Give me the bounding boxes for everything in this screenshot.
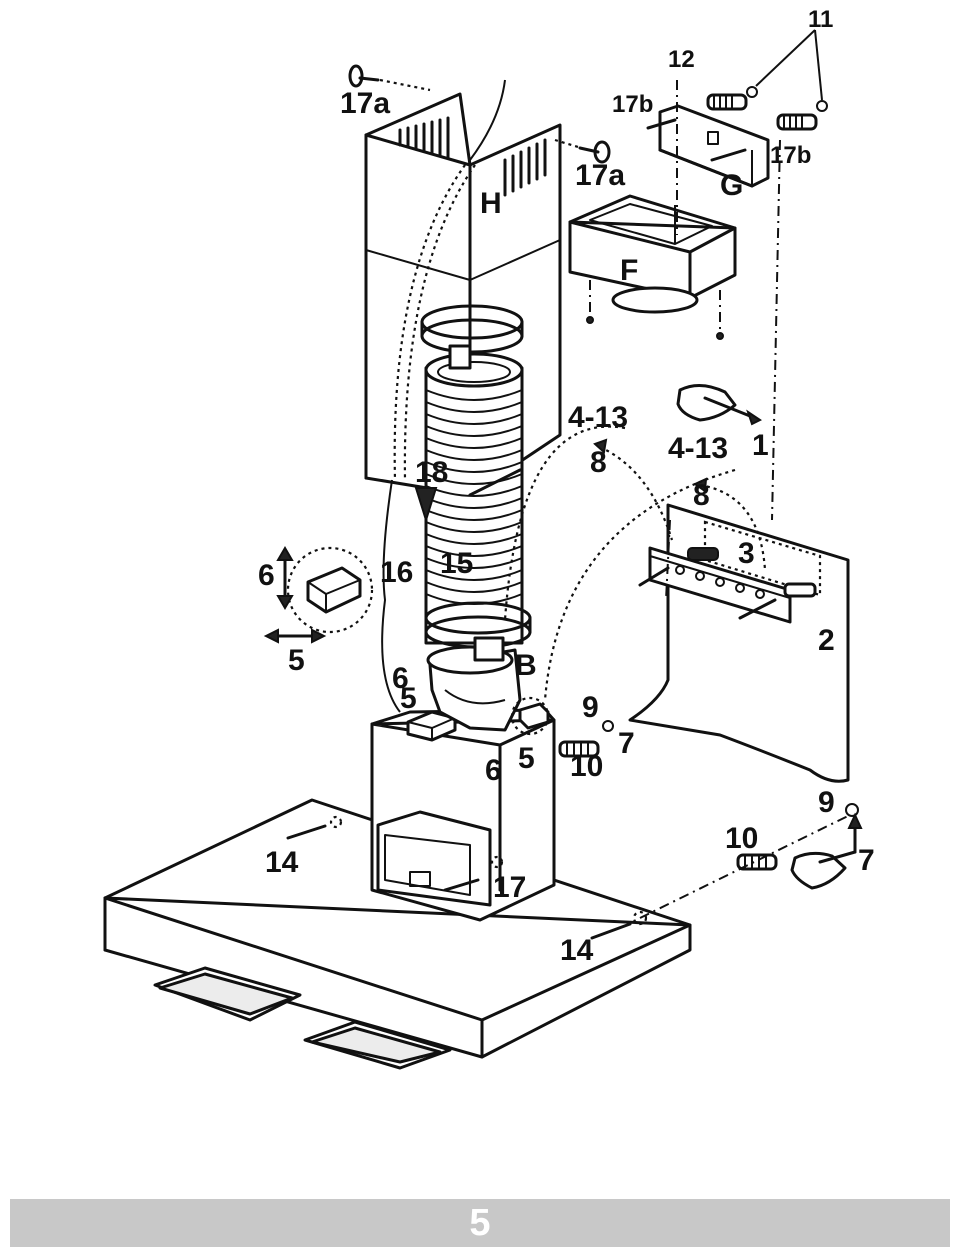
label-15: 15 <box>440 547 473 580</box>
label-17: 17 <box>493 871 526 904</box>
label-5-mid: 5 <box>400 682 417 715</box>
label-12: 12 <box>668 46 695 73</box>
screw-17 <box>443 855 504 892</box>
screw-17a-right <box>554 138 611 164</box>
label-6-low: 6 <box>485 754 502 787</box>
label-B: B <box>515 649 537 682</box>
vent-slots-right <box>503 138 547 197</box>
label-14-left: 14 <box>265 846 299 879</box>
label-17a-right: 17a <box>575 159 625 192</box>
outlet-transition <box>426 645 522 732</box>
screw-17a-top <box>348 64 431 92</box>
screw-14-left <box>286 815 343 840</box>
wall-panel <box>628 503 850 783</box>
label-7-mid: 7 <box>618 727 635 760</box>
label-5-left: 5 <box>288 644 305 677</box>
range-hood-assembly-diagram: 11 12 17a 17b 17b 17a G H F 4-13 4-13 1 … <box>103 6 875 1070</box>
hand-marking-icon <box>676 384 762 426</box>
page-number: 5 <box>469 1201 491 1244</box>
label-G: G <box>720 169 743 202</box>
wall-plug-upper <box>706 29 828 521</box>
label-H: H <box>480 187 502 220</box>
label-8-b: 8 <box>693 479 710 512</box>
label-16: 16 <box>380 556 413 589</box>
label-1: 1 <box>752 429 769 462</box>
dotted-guides <box>503 425 767 701</box>
label-9-right: 9 <box>818 786 835 819</box>
label-2: 2 <box>818 624 835 657</box>
duct-connector-box <box>568 194 737 340</box>
label-6-left: 6 <box>258 559 275 592</box>
wall-plug-10-right <box>639 803 859 919</box>
hand-drilling-icon <box>790 812 863 890</box>
transformer-detail <box>263 546 550 736</box>
label-9-mid: 9 <box>582 691 599 724</box>
label-6-mid: 6 <box>392 662 409 695</box>
page-footer-bar: 5 <box>10 1199 950 1247</box>
wall-plug-10-mid <box>558 720 614 758</box>
label-14-low: 14 <box>560 934 594 967</box>
label-17a-top: 17a <box>340 87 390 120</box>
screw-14-bottom <box>590 910 648 940</box>
label-18: 18 <box>415 456 448 489</box>
label-3: 3 <box>738 537 755 570</box>
label-17b-left: 17b <box>612 91 653 118</box>
label-11: 11 <box>808 6 833 33</box>
label-10-mid: 10 <box>570 750 603 783</box>
vent-slots-left <box>398 116 450 159</box>
flexible-duct <box>414 304 532 662</box>
hood-canopy <box>103 798 692 1070</box>
label-4-13-a: 4-13 <box>568 401 628 434</box>
label-4-13-b: 4-13 <box>668 432 728 465</box>
label-F: F <box>620 254 638 287</box>
label-7-right: 7 <box>858 844 875 877</box>
label-5-low: 5 <box>518 742 535 775</box>
callout-labels: 11 12 17a 17b 17b 17a G H F 4-13 4-13 1 … <box>258 6 875 967</box>
label-8-a: 8 <box>590 446 607 479</box>
label-17b-right: 17b <box>770 142 811 169</box>
upper-bracket <box>646 80 770 235</box>
motor-housing <box>370 708 556 922</box>
label-10-right: 10 <box>725 822 758 855</box>
